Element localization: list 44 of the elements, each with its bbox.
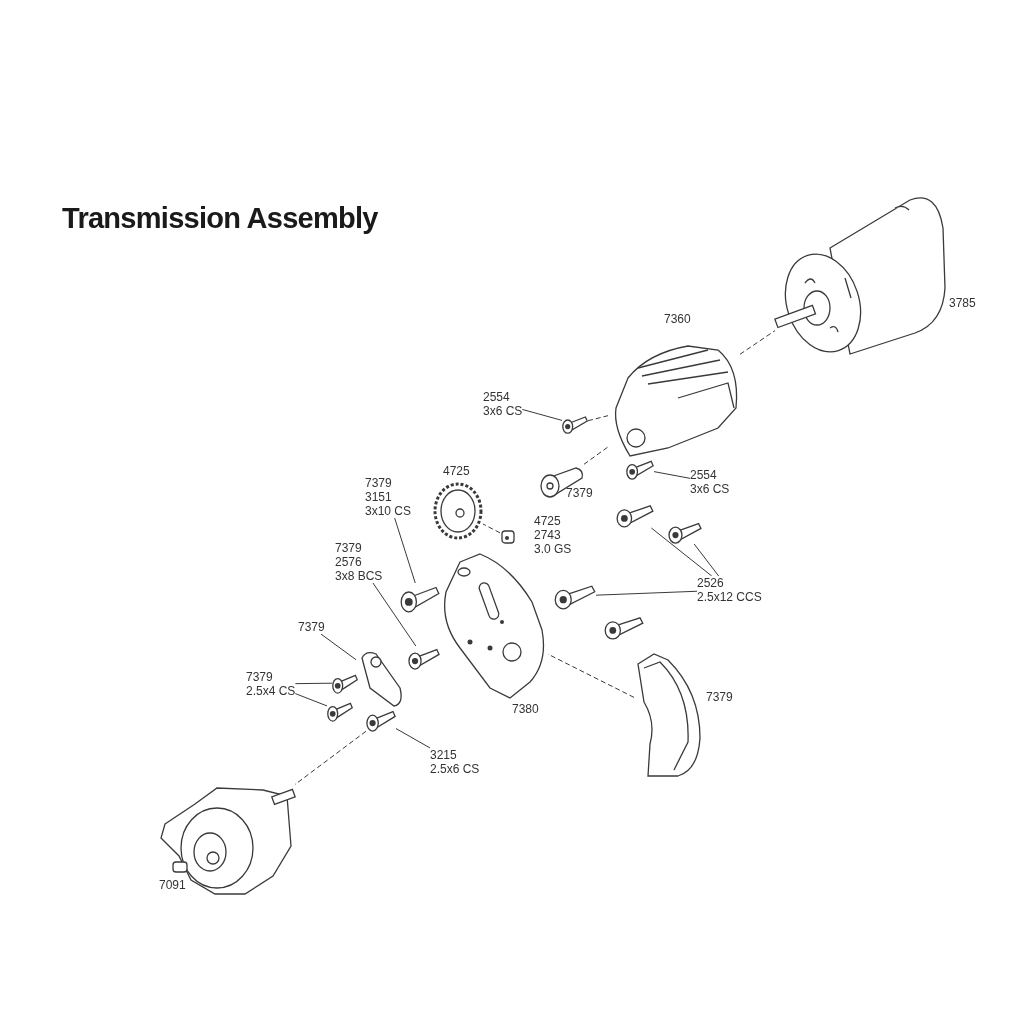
- part-number: 7379: [706, 690, 733, 704]
- alignment-line: [294, 730, 367, 785]
- part-number: 7091: [159, 878, 186, 892]
- part-number: 7380: [512, 702, 539, 716]
- alignment-line: [587, 415, 609, 422]
- callout-text: 7379: [365, 476, 393, 490]
- leader-line: [650, 527, 713, 577]
- callout-text: 7379: [298, 620, 325, 634]
- part-number: 3785: [949, 296, 976, 310]
- part-number: 7379: [566, 486, 593, 500]
- leader-line: [653, 471, 691, 479]
- callout-text: 3x6 CS: [483, 404, 523, 418]
- callout-text: 2554: [483, 390, 511, 404]
- part-number: 2743: [534, 528, 562, 542]
- part-number: 4725: [443, 464, 470, 478]
- alignment-line: [482, 523, 501, 534]
- part-number: 4725: [534, 514, 562, 528]
- callout-text: 3x6 CS: [690, 482, 730, 496]
- callout-text: 2.5x4 CS: [246, 684, 296, 698]
- callout-text: 7379: [246, 670, 274, 684]
- callout-text: 2.5x12 CCS: [697, 590, 762, 604]
- callout-text: 2.5x6 CS: [430, 762, 480, 776]
- callout-text: 2526: [697, 576, 725, 590]
- alignment-line: [739, 330, 776, 355]
- callout-text: 7379: [335, 541, 363, 555]
- callout-text: 2576: [335, 555, 363, 569]
- leader-line: [394, 517, 416, 584]
- leader-line: [294, 682, 333, 685]
- leader-line: [320, 633, 357, 661]
- leader-line: [294, 693, 328, 707]
- callout-text: 3215: [430, 748, 458, 762]
- leader-line: [372, 582, 417, 647]
- part-number: 3.0 GS: [534, 542, 572, 556]
- leader-line: [693, 543, 720, 577]
- leader-line: [395, 728, 431, 749]
- callout-text: 3x8 BCS: [335, 569, 383, 583]
- callout-text: 3x10 CS: [365, 504, 412, 518]
- alignment-line: [583, 446, 609, 465]
- part-number: 7360: [664, 312, 691, 326]
- leader-line: [595, 590, 698, 596]
- callout-text: 3151: [365, 490, 393, 504]
- callout-text: 2554: [690, 468, 718, 482]
- diagram-title: Transmission Assembly: [62, 204, 378, 233]
- leader-line: [521, 408, 563, 421]
